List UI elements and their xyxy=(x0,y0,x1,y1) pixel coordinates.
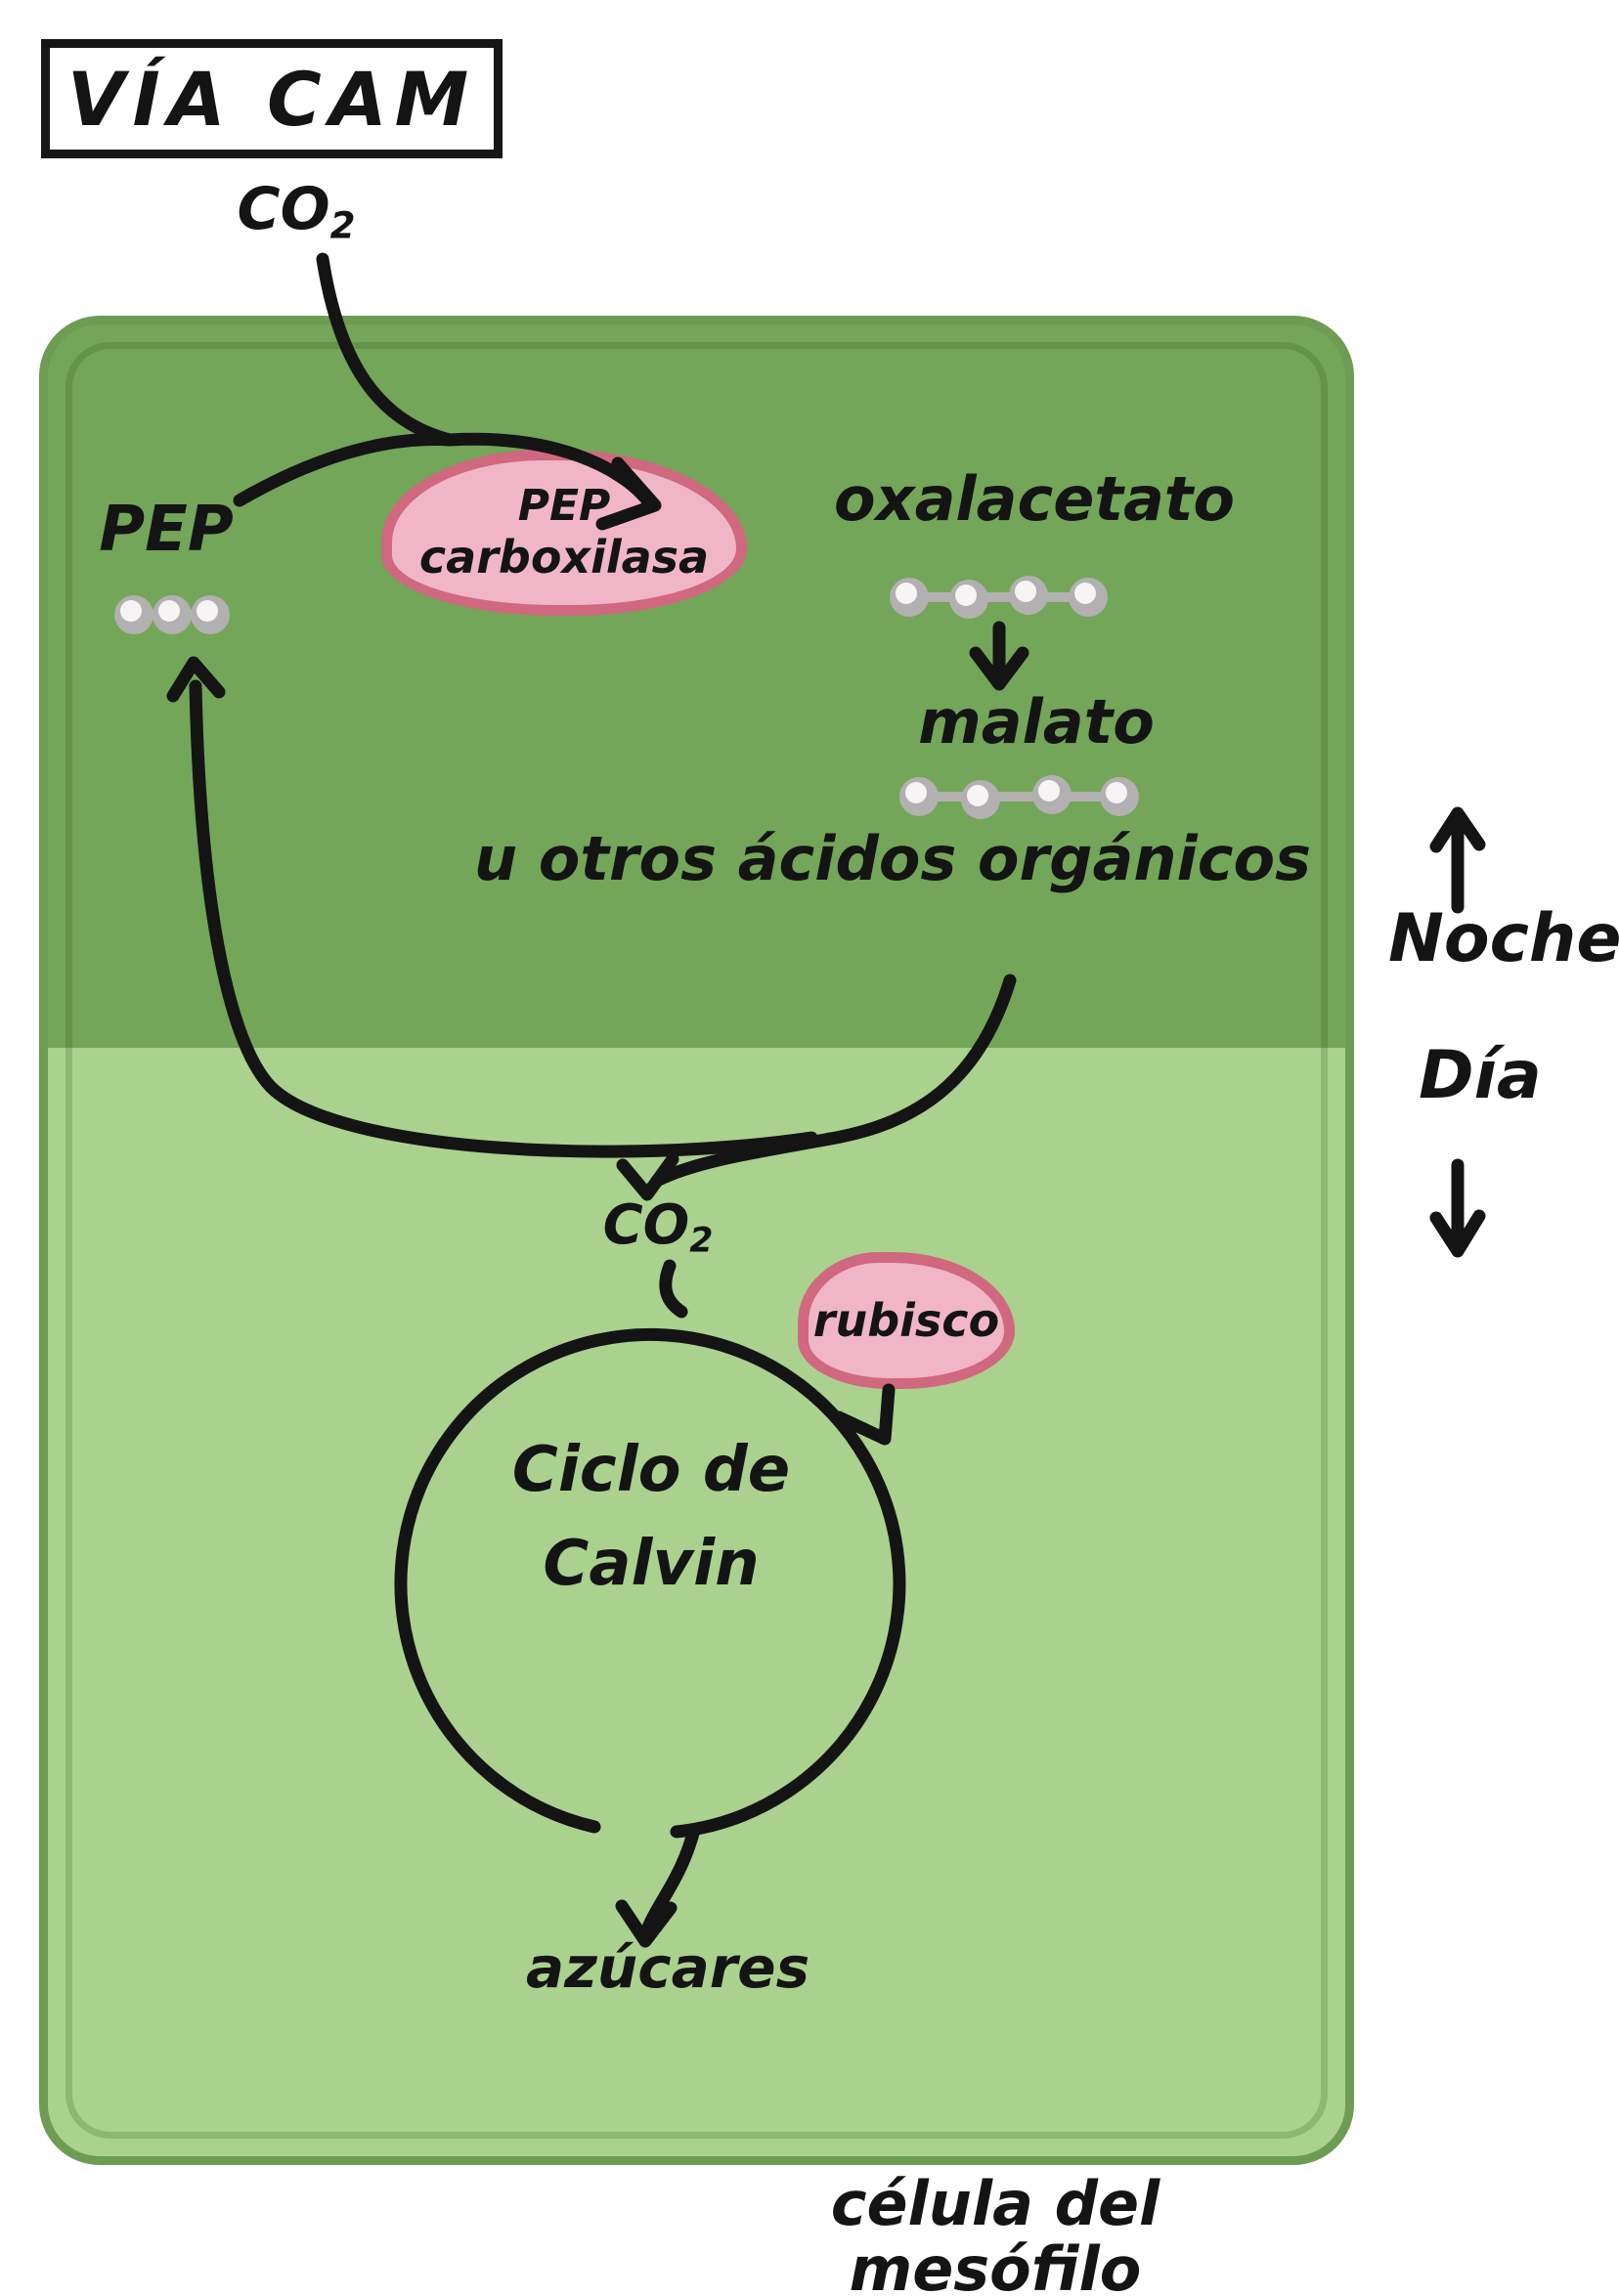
pep-carboxylase-line2: carboxilasa xyxy=(418,530,710,584)
sugars-label: azúcares xyxy=(526,1934,810,2001)
pep-label: PEP xyxy=(99,494,234,566)
calvin-cycle-label: Ciclo de Calvin xyxy=(511,1434,791,1600)
rubisco-enzyme-blob: rubisco xyxy=(798,1252,1015,1389)
other-organic-acids-label: u otros ácidos orgánicos xyxy=(474,823,1311,894)
co2-atmospheric-label: CO2 xyxy=(237,175,356,247)
co2-internal-label: CO2 xyxy=(602,1193,714,1261)
page-title: VÍA CAM xyxy=(66,55,477,143)
cell-caption: célula del mesófilo xyxy=(830,2168,1160,2296)
pep-carboxylase-line1: PEP xyxy=(517,481,611,532)
arrowhead-day-down xyxy=(1429,1209,1486,1258)
oxaloacetate-label: oxalacetato xyxy=(834,463,1236,535)
title-box: VÍA CAM xyxy=(41,39,503,158)
arrowhead-night-up xyxy=(1429,806,1486,853)
day-label: Día xyxy=(1419,1037,1542,1114)
rubisco-label: rubisco xyxy=(812,1294,1000,1347)
malate-label: malato xyxy=(918,686,1155,758)
night-label: Noche xyxy=(1388,900,1619,977)
